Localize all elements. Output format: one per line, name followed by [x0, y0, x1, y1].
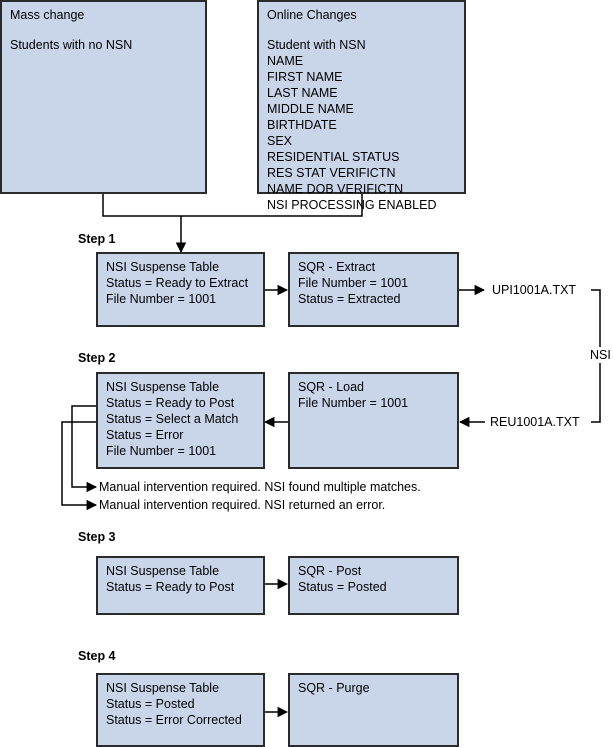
step3-suspense-line: NSI Suspense Table	[106, 564, 220, 578]
step4-label: Step 4	[78, 649, 116, 663]
step1-sqr-line: SQR - Extract	[298, 260, 376, 274]
mass-change-title: Mass change	[10, 8, 85, 22]
step1-suspense-line: File Number = 1001	[106, 292, 217, 306]
nsi-label: NSI	[588, 347, 613, 363]
step1-sqr-box: SQR - Extract File Number = 1001 Status …	[288, 252, 459, 327]
upi-file-label: UPI1001A.TXT	[492, 283, 577, 297]
step4-suspense-line: NSI Suspense Table	[106, 681, 220, 695]
step2-suspense-box: NSI Suspense Table Status = Ready to Pos…	[96, 372, 265, 469]
multiple-matches-bracket	[71, 405, 98, 493]
online-changes-line: NAME	[267, 54, 304, 68]
online-changes-box: Online Changes Student with NSN NAME FIR…	[257, 0, 466, 212]
mass-change-connector	[102, 193, 363, 217]
online-changes-line: BIRTHDATE	[267, 118, 337, 132]
step2-label: Step 2	[78, 351, 116, 365]
step4-sqr-line: SQR - Purge	[298, 681, 370, 695]
multiple-matches-note: Manual intervention required. NSI found …	[99, 480, 421, 494]
step1-suspense-box: NSI Suspense Table Status = Ready to Ext…	[96, 252, 265, 327]
step1-suspense-line: NSI Suspense Table	[106, 260, 220, 274]
step1-label: Step 1	[78, 232, 116, 246]
step3-suspense-line: Status = Ready to Post	[106, 580, 235, 594]
step2-suspense-line: Status = Error	[106, 428, 184, 442]
step1-suspense-line: Status = Ready to Extract	[106, 276, 249, 290]
online-changes-line: NSI PROCESSING ENABLED	[267, 198, 437, 212]
online-changes-line: NAME DOB VERIFICTN	[267, 182, 404, 196]
step3-sqr-line: SQR - Post	[298, 564, 362, 578]
step2-suspense-line: Status = Select a Match	[106, 412, 239, 426]
step3-sqr-line: Status = Posted	[298, 580, 387, 594]
step1-sqr-line: Status = Extracted	[298, 292, 401, 306]
step2-suspense-line: Status = Ready to Post	[106, 396, 235, 410]
step4-suspense-line: Status = Error Corrected	[106, 713, 242, 727]
step2-sqr-line: File Number = 1001	[298, 396, 409, 410]
online-changes-line: MIDDLE NAME	[267, 102, 354, 116]
online-changes-line: Student with NSN	[267, 38, 366, 52]
error-bracket	[61, 421, 98, 511]
step4-suspense-box: NSI Suspense Table Status = Posted Statu…	[96, 673, 265, 747]
online-changes-line: FIRST NAME	[267, 70, 343, 84]
online-changes-line: RESIDENTIAL STATUS	[267, 150, 400, 164]
error-note: Manual intervention required. NSI return…	[99, 498, 386, 512]
mass-change-subtitle: Students with no NSN	[10, 38, 133, 52]
step3-suspense-box: NSI Suspense Table Status = Ready to Pos…	[96, 556, 265, 615]
step2-suspense-line: NSI Suspense Table	[106, 380, 220, 394]
online-changes-line: RES STAT VERIFICTN	[267, 166, 396, 180]
step2-sqr-line: SQR - Load	[298, 380, 365, 394]
mass-change-box: Mass change Students with no NSN	[0, 0, 207, 194]
step2-sqr-box: SQR - Load File Number = 1001	[288, 372, 459, 469]
online-changes-line: SEX	[267, 134, 293, 148]
step3-label: Step 3	[78, 530, 116, 544]
online-changes-line: LAST NAME	[267, 86, 338, 100]
online-changes-title: Online Changes	[267, 8, 357, 22]
step1-sqr-line: File Number = 1001	[298, 276, 409, 290]
step4-suspense-line: Status = Posted	[106, 697, 195, 711]
step4-sqr-box: SQR - Purge	[288, 673, 459, 747]
reu-file-label: REU1001A.TXT	[490, 415, 580, 429]
step3-sqr-box: SQR - Post Status = Posted	[288, 556, 459, 615]
step2-suspense-line: File Number = 1001	[106, 444, 217, 458]
